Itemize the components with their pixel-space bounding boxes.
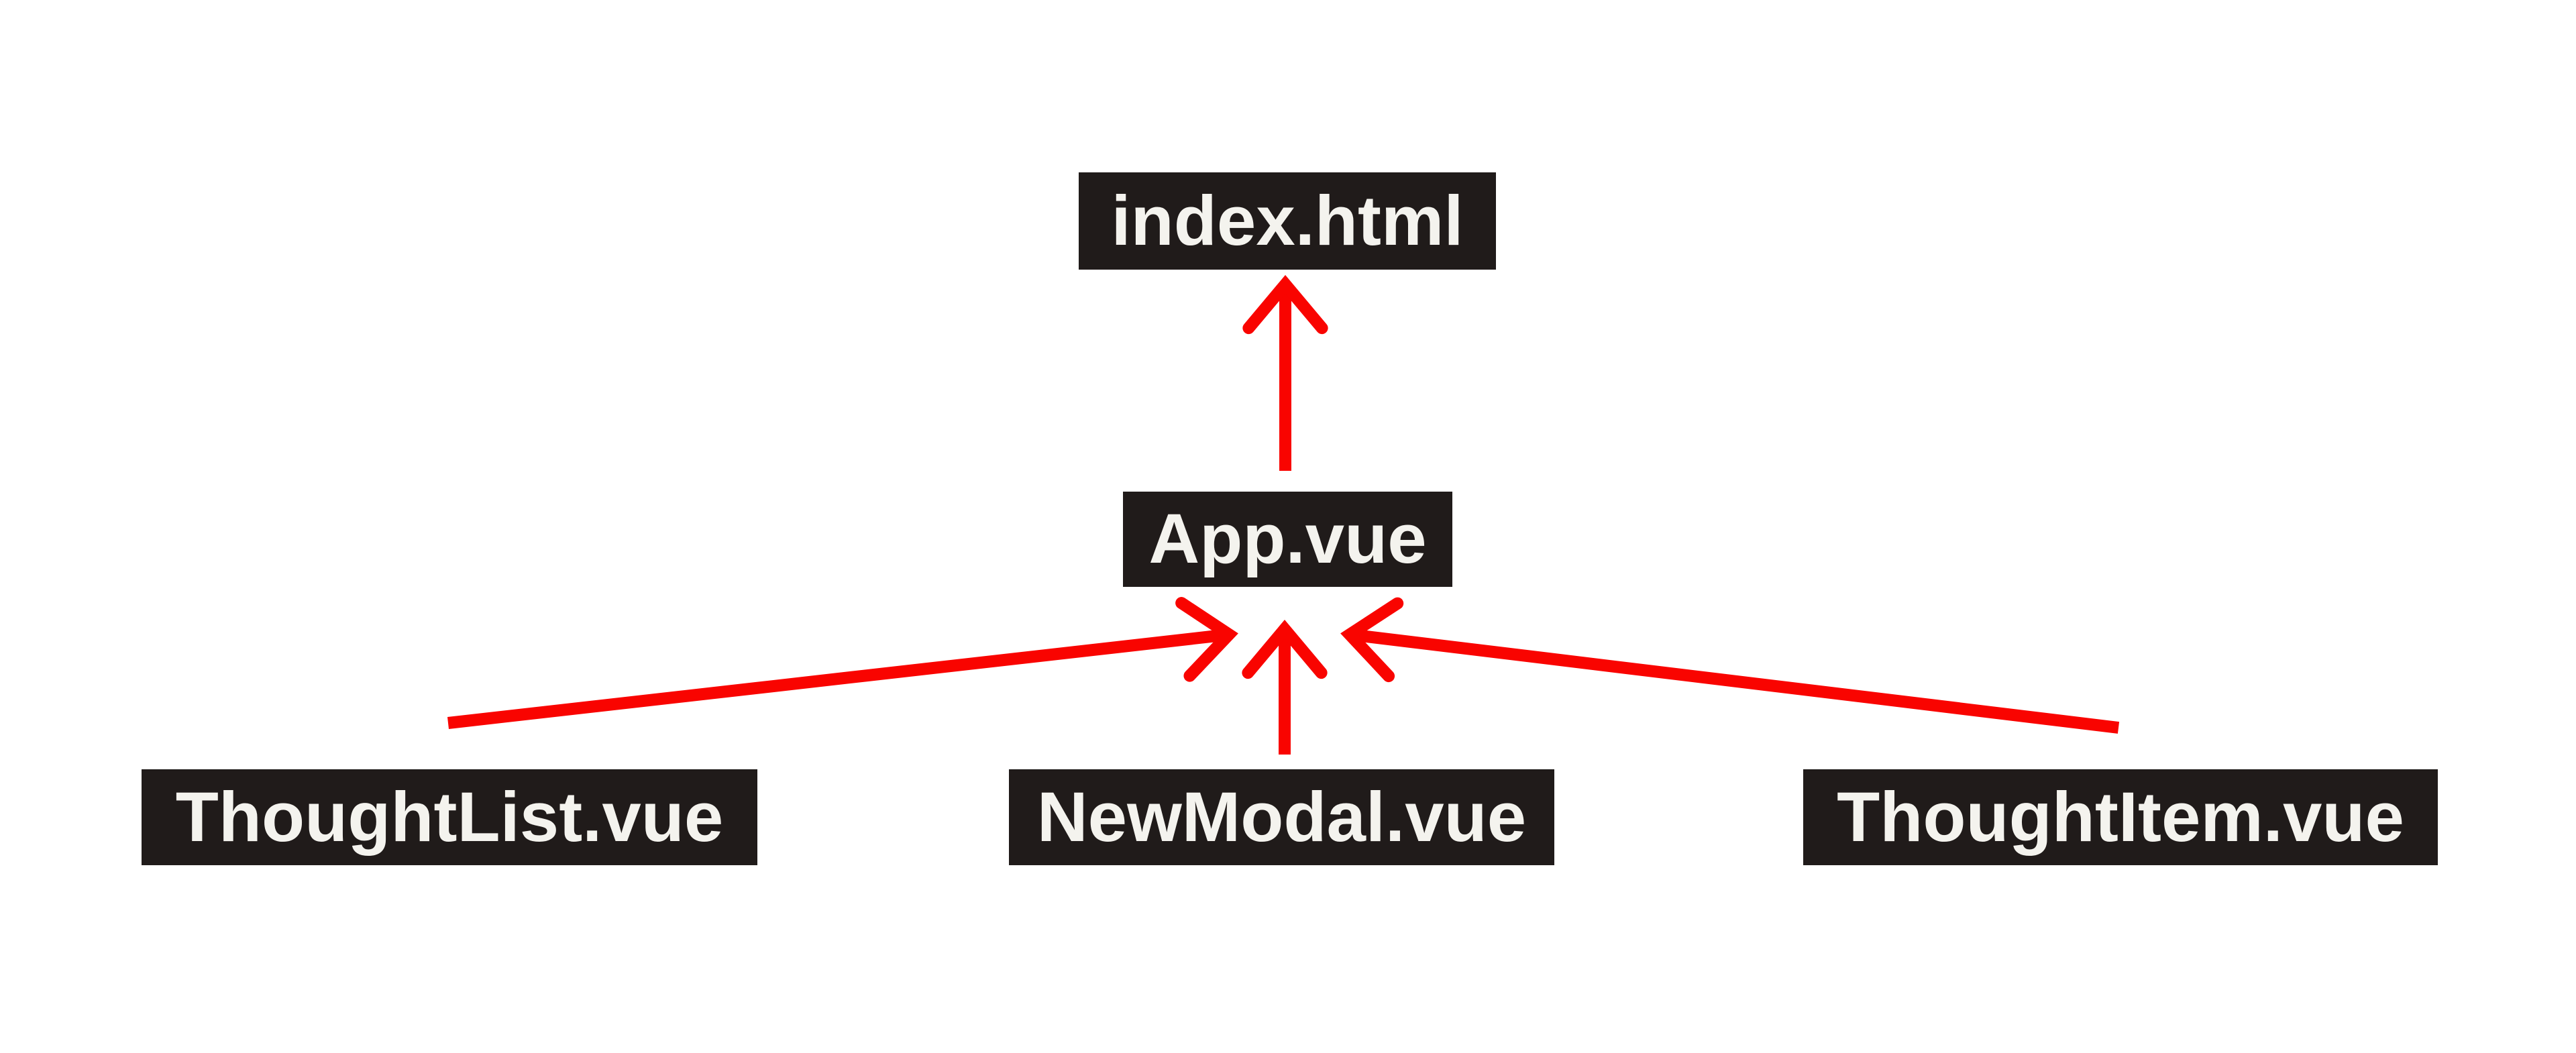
node-thoughtlist-vue: ThoughtList.vue: [142, 769, 757, 865]
node-newmodal-vue: NewModal.vue: [1009, 769, 1554, 865]
arrow-newmodal-to-app: [1242, 619, 1328, 755]
arrow-thoughtitem-to-app: [1340, 597, 2120, 734]
node-thoughtitem-vue: ThoughtItem.vue: [1803, 769, 2438, 865]
arrow-newmodal-to-app-head: [1242, 619, 1328, 679]
arrow-app-to-index-head: [1242, 274, 1328, 335]
arrow-app-to-index: [1242, 274, 1328, 471]
node-index-html: index.html: [1079, 172, 1496, 270]
arrow-thoughtlist-to-app-head: [1175, 597, 1238, 682]
arrow-thoughtitem-to-app-head: [1340, 597, 1404, 683]
arrow-thoughtlist-to-app: [447, 597, 1238, 729]
node-app-vue: App.vue: [1123, 492, 1452, 587]
